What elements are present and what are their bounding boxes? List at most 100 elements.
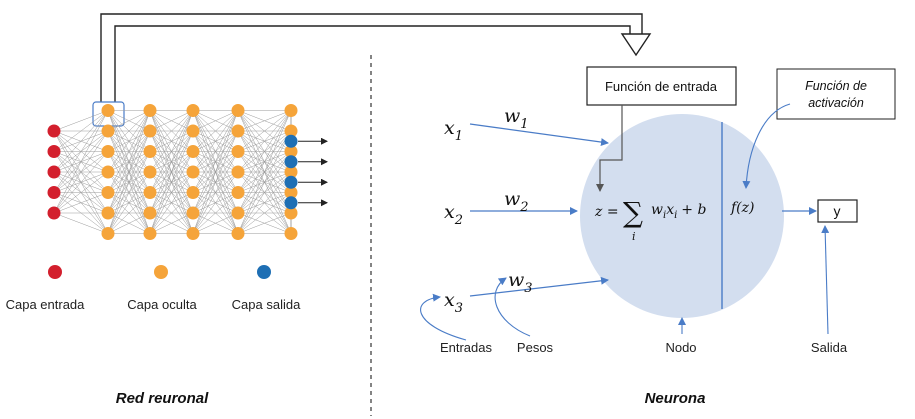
entradas-pointer: [420, 293, 467, 341]
network-edge: [53, 110, 109, 193]
network-edge: [53, 171, 109, 214]
network-node-output: [284, 134, 298, 148]
weight-w1: w1: [504, 105, 529, 132]
network-edge: [107, 110, 151, 234]
network-node-hidden: [143, 145, 157, 158]
network-edge: [149, 110, 194, 234]
network-nodes: [47, 104, 298, 240]
network-edge: [107, 110, 151, 214]
network-edge: [149, 130, 194, 234]
network-edge: [237, 110, 292, 173]
pesos-pointer: [494, 277, 531, 337]
network-node-hidden: [186, 104, 200, 117]
label-pesos: Pesos: [517, 340, 554, 355]
network-edge: [53, 110, 109, 173]
network-node-hidden: [186, 124, 200, 138]
network-node-hidden: [231, 165, 245, 179]
network-edge: [237, 212, 292, 234]
legend-output-label: Capa salida: [232, 297, 301, 312]
network-node-hidden: [143, 186, 157, 199]
network-edge: [192, 110, 239, 152]
network-node-hidden: [186, 145, 200, 158]
network-caption: Red reuronal: [116, 390, 209, 407]
network-edge: [149, 110, 194, 152]
formula-terms: wixi+ b: [651, 202, 706, 221]
network-node-hidden: [186, 186, 200, 199]
network-edge: [107, 110, 151, 152]
weight-w3: w3: [508, 269, 533, 296]
input-function-label: Función de entrada: [605, 79, 718, 94]
activation-pointer: [742, 103, 791, 189]
network-node-hidden: [101, 206, 115, 220]
network-edge: [53, 110, 109, 132]
network-node-hidden: [231, 124, 245, 138]
network-edge: [149, 110, 194, 193]
network-node-hidden: [186, 206, 200, 220]
network-node-input: [47, 124, 61, 138]
formula: z = ∑ i wixi+ b: [594, 196, 706, 243]
network-node-hidden: [186, 165, 200, 179]
network-edge: [237, 151, 292, 234]
network-edge: [237, 110, 292, 214]
activation-function-box: [776, 68, 896, 120]
network-node-hidden: [231, 145, 245, 158]
input-function-box: [586, 66, 737, 106]
network-node-input: [47, 145, 61, 158]
input-x1: x1: [444, 117, 463, 144]
network-node-hidden: [101, 165, 115, 179]
network-edge: [237, 110, 292, 132]
legend-hidden-label: Capa oculta: [127, 297, 197, 312]
neuron-node: [580, 114, 784, 318]
network-edge: [237, 130, 292, 234]
network-node-hidden: [101, 124, 115, 138]
network-node-hidden: [101, 227, 115, 240]
network-node-input: [47, 165, 61, 179]
network-node-hidden: [284, 206, 298, 220]
network-edge: [237, 110, 292, 234]
network-edge: [107, 171, 151, 234]
network-node-hidden: [231, 227, 245, 240]
network-edge: [237, 192, 292, 234]
label-nodo: Nodo: [665, 340, 696, 355]
network-edge: [237, 110, 292, 193]
network-edge: [149, 192, 194, 234]
network-edge: [149, 110, 194, 173]
network-edge: [192, 110, 239, 173]
activation-fz: f(z): [730, 200, 754, 216]
network-edge: [53, 212, 109, 234]
network-node-hidden: [231, 186, 245, 199]
network-node-output: [284, 196, 298, 210]
legend-input-dot: [48, 265, 62, 279]
salida-pointer: [821, 225, 830, 335]
network-node-hidden: [284, 145, 298, 158]
formula-index: i: [632, 230, 636, 243]
output-y: y: [834, 203, 841, 219]
network-edge: [192, 212, 239, 234]
network-edge: [107, 151, 151, 234]
legend-input-label: Capa entrada: [6, 297, 86, 312]
network-edge: [192, 130, 239, 234]
network-edge: [53, 151, 109, 214]
connector-double-arrow: [100, 13, 652, 102]
network-node-hidden: [284, 124, 298, 138]
input-x2: x2: [444, 201, 463, 228]
network-edge: [53, 110, 109, 152]
label-salida: Salida: [811, 340, 848, 355]
network-edge: [149, 171, 194, 234]
network-edge: [53, 192, 109, 214]
network-node-hidden: [143, 206, 157, 220]
label-entradas: Entradas: [440, 340, 493, 355]
network-node-hidden: [186, 227, 200, 240]
formula-sum-sign: ∑: [623, 196, 643, 229]
network-node-input: [47, 206, 61, 220]
network-node-output: [284, 175, 298, 189]
network-node-hidden: [231, 206, 245, 220]
network-edge: [53, 130, 109, 214]
network-edge: [149, 110, 194, 214]
network-node-hidden: [143, 165, 157, 179]
network-node-input: [47, 186, 61, 199]
activation-label-line2: activación: [808, 96, 864, 110]
network-node-hidden: [284, 186, 298, 199]
network-node-hidden: [101, 186, 115, 199]
